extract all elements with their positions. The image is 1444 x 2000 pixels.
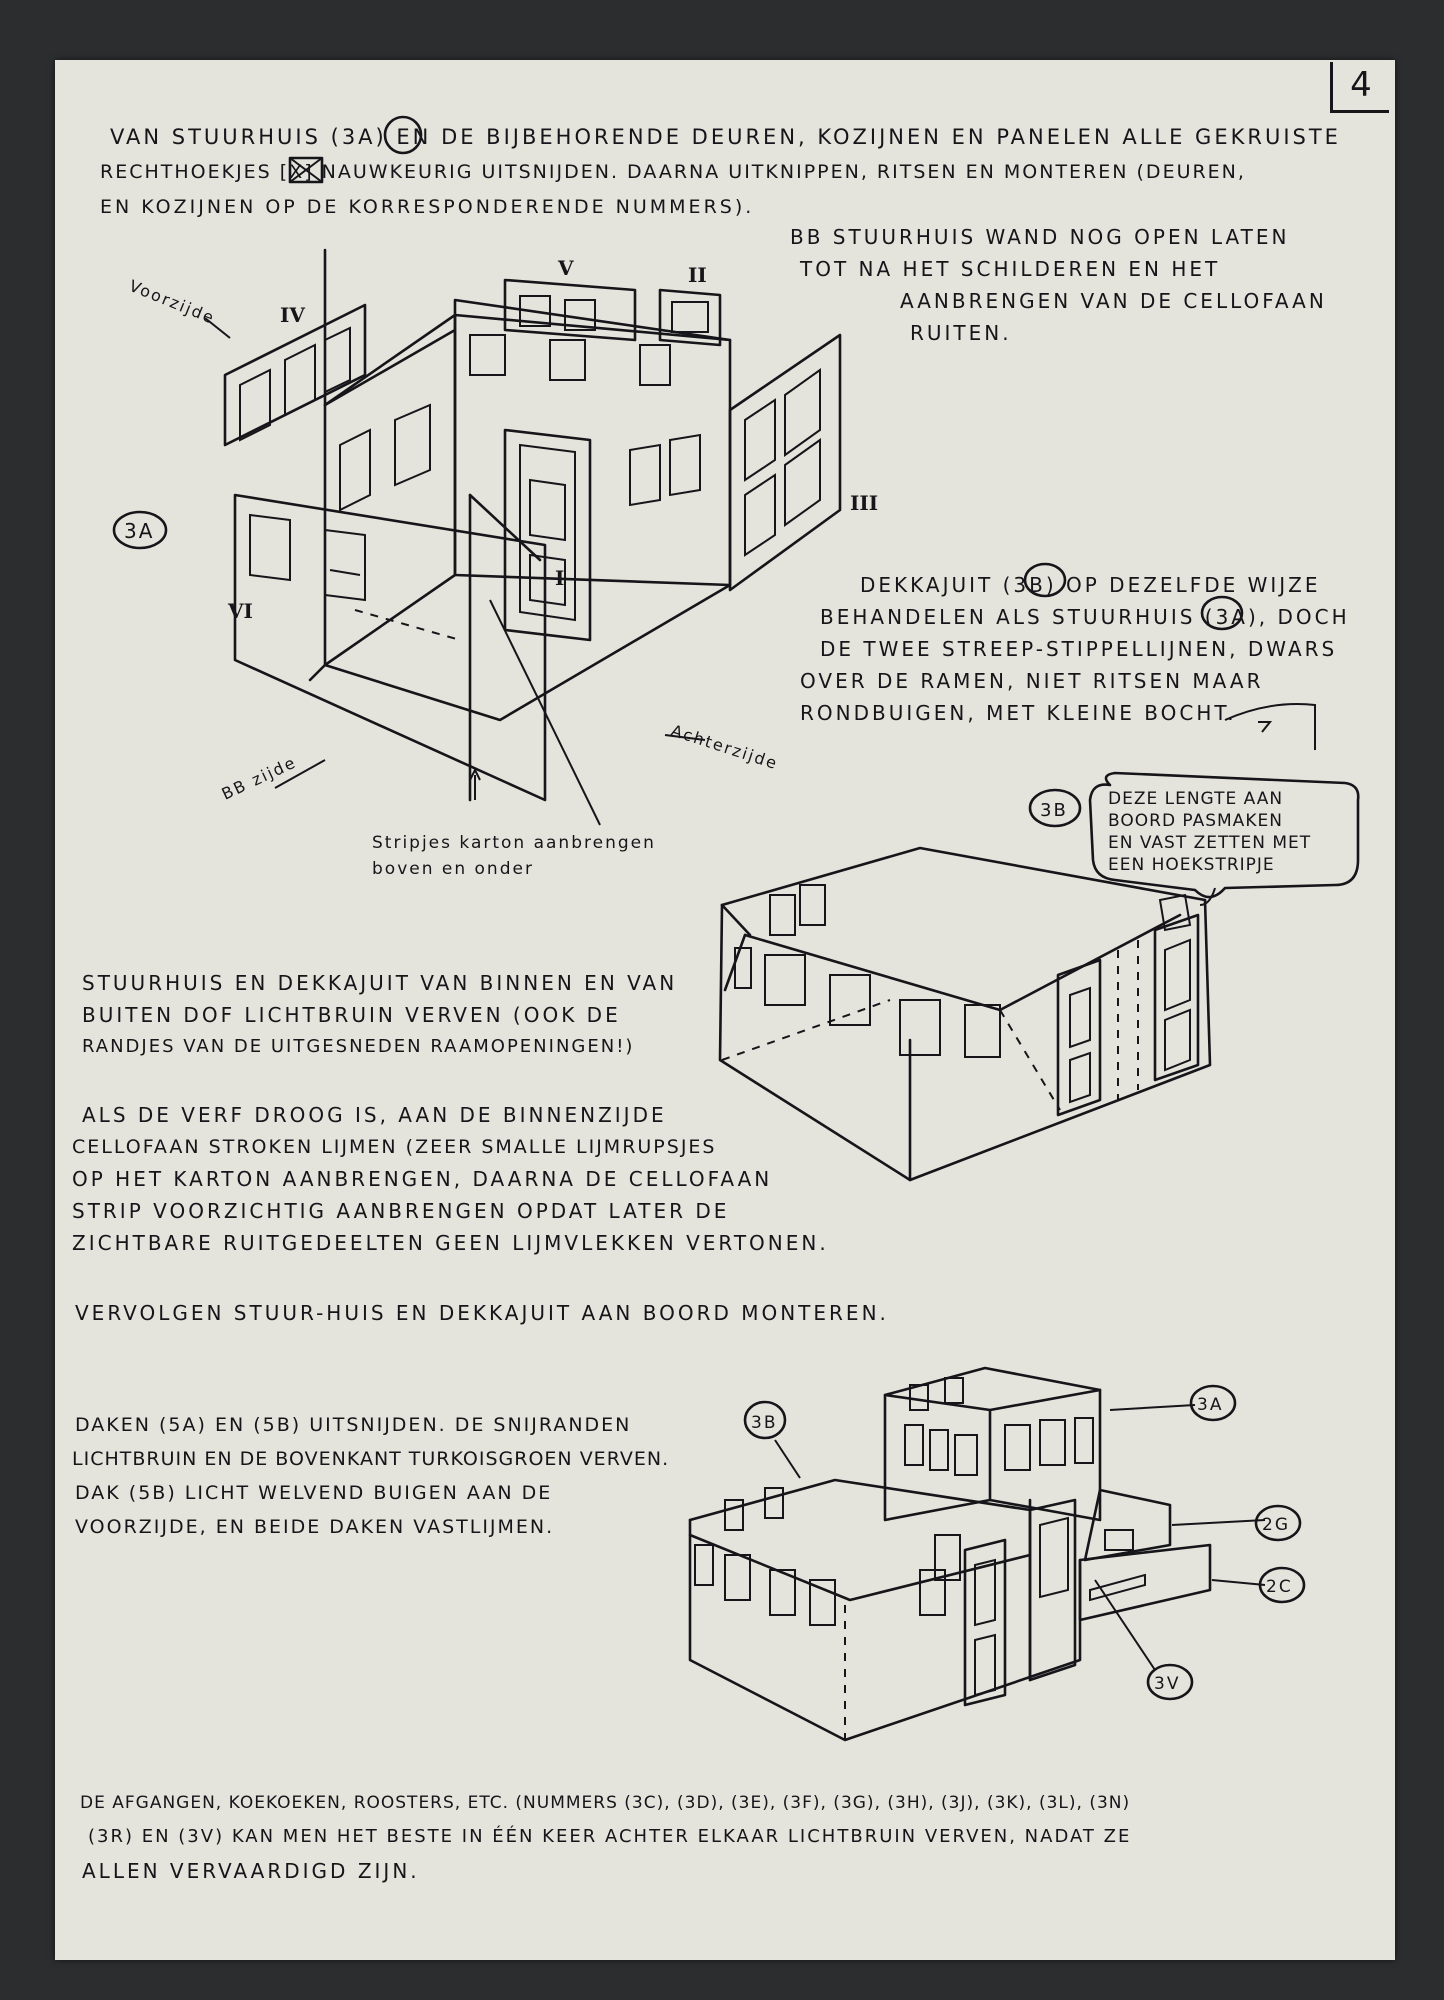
cellofaan-note-line-4: strip voorzichtig aanbrengen opdat later… xyxy=(72,1199,730,1223)
dekkajuit-note-line-3: de twee streep-stippellijnen, dwars xyxy=(820,637,1338,661)
roof-note-line-2: lichtbruin en de bovenkant turkoisgroen … xyxy=(72,1448,670,1470)
paint-note-line-3: randjes van de uitgesneden raamopeningen… xyxy=(82,1036,635,1057)
label-2g: 2G xyxy=(1262,1515,1290,1535)
bb-note-line-2: tot na het schilderen en het xyxy=(800,257,1221,281)
mount-note: Vervolgen stuur-huis en dekkajuit aan bo… xyxy=(75,1301,889,1325)
final-note-line-3: allen vervaardigd zijn. xyxy=(82,1859,420,1883)
circled-labels xyxy=(112,115,1306,1701)
final-note-line-1: De afgangen, koekoeken, roosters, etc. (… xyxy=(80,1793,1131,1813)
label-roman-vi: VI xyxy=(227,599,253,623)
cellofaan-note-line-5: zichtbare ruitgedeelten geen lijmvlekken… xyxy=(72,1231,829,1255)
bubble-note-line-2: boord pasmaken xyxy=(1108,811,1283,831)
bb-note-line-4: ruiten. xyxy=(910,321,1012,345)
intro-line-2: rechthoekjes [X] nauwkeurig uitsnijden. … xyxy=(100,161,1246,183)
diagram-assembled xyxy=(688,1366,1266,1742)
dekkajuit-note-line-4: over de ramen, niet ritsen maar xyxy=(800,669,1264,693)
label-voorzijde: Voorzijde xyxy=(127,276,219,328)
paper-sheet xyxy=(55,60,1395,1960)
label-3b-diagram2: 3B xyxy=(1040,800,1068,821)
roof-note-line-1: Daken (5A) en (5B) uitsnijden. De snijra… xyxy=(75,1414,632,1436)
label-3a-diagram3: 3A xyxy=(1197,1395,1223,1415)
caption-stripjes-line-1: Stripjes karton aanbrengen xyxy=(372,833,656,853)
label-2c: 2C xyxy=(1266,1577,1293,1597)
label-roman-iii: III xyxy=(850,491,878,515)
label-bb-zijde: BB zijde xyxy=(219,752,300,803)
cellofaan-note-line-3: op het karton aanbrengen, daarna de cell… xyxy=(72,1167,773,1191)
label-achterzijde: Achterzijde xyxy=(669,721,781,774)
bubble-note-line-1: Deze lengte aan xyxy=(1108,789,1284,809)
label-roman-i: I xyxy=(555,566,564,590)
bubble-note-line-3: en vast zetten met xyxy=(1108,833,1312,853)
bb-note-line-1: BB stuurhuis wand nog open laten xyxy=(790,225,1290,249)
label-roman-ii: II xyxy=(688,263,707,287)
intro-line-1: Van stuurhuis (3A) en de bijbehorende de… xyxy=(110,125,1341,149)
roof-note-line-4: voorzijde, en beide daken vastlijmen. xyxy=(75,1516,555,1538)
label-3b-diagram3: 3B xyxy=(751,1413,777,1433)
dekkajuit-note-line-1: Dekkajuit (3B) op dezelfde wijze xyxy=(860,573,1321,597)
cellofaan-note-line-2: cellofaan stroken lijmen (zeer smalle li… xyxy=(72,1136,717,1158)
label-roman-iv: IV xyxy=(280,303,305,327)
label-roman-v: V xyxy=(557,256,574,280)
diagram-dekkajuit xyxy=(718,703,1360,1182)
dekkajuit-note-line-5: rondbuigen, met kleine bocht. xyxy=(800,701,1237,725)
bb-note-line-3: aanbrengen van de cellofaan xyxy=(900,289,1327,313)
label-3v: 3V xyxy=(1154,1674,1180,1694)
diagram-stuurhuis-exploded xyxy=(204,248,842,826)
page-number: 4 xyxy=(1330,62,1389,113)
bubble-note-line-4: een hoekstripje xyxy=(1108,855,1275,875)
label-3a-diagram1: 3A xyxy=(124,519,154,543)
dekkajuit-note-line-2: behandelen als stuurhuis (3A), doch xyxy=(820,605,1350,629)
cellofaan-note-line-1: Als de verf droog is, aan de binnenzijde xyxy=(82,1103,667,1127)
roof-note-line-3: Dak (5B) licht welvend buigen aan de xyxy=(75,1482,553,1504)
paint-note-line-2: buiten dof lichtbruin verven (ook de xyxy=(82,1003,621,1027)
paint-note-line-1: Stuurhuis en dekkajuit van binnen en van xyxy=(82,971,678,995)
final-note-line-2: (3R) en (3V) kan men het beste in één ke… xyxy=(88,1826,1132,1847)
intro-line-3: en kozijnen op de korresponderende numme… xyxy=(100,196,755,218)
caption-stripjes-line-2: boven en onder xyxy=(372,859,534,879)
